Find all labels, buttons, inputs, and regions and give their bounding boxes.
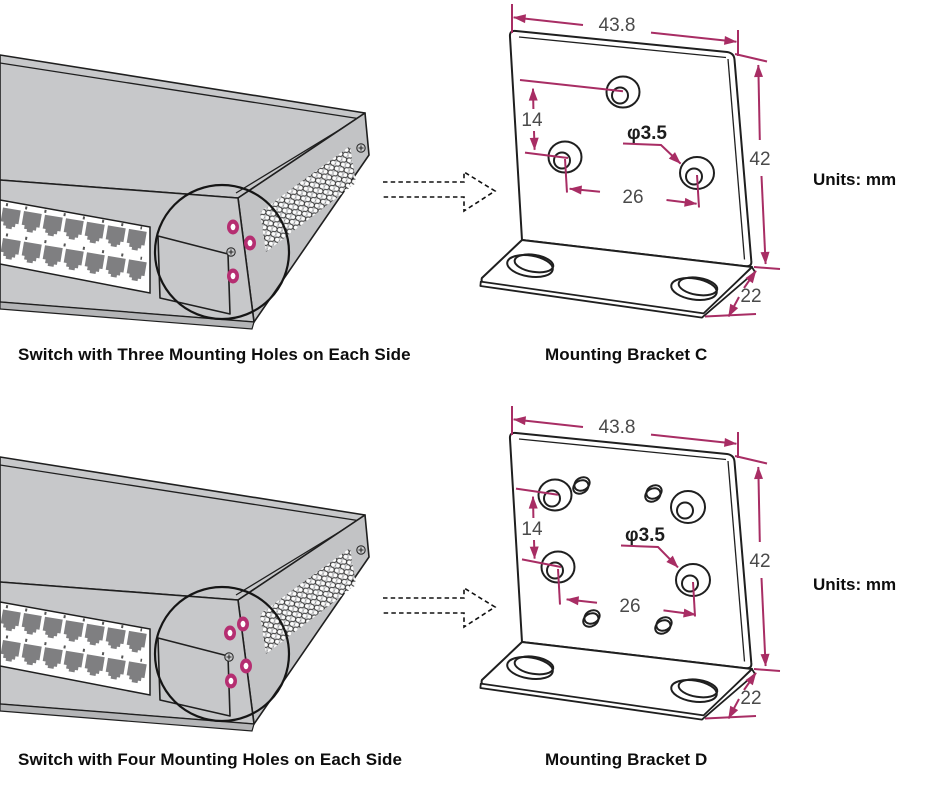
switch-four-holes-illustration: [0, 456, 370, 732]
countersunk-hole-icon: [670, 490, 706, 524]
base-slot-icon: [506, 655, 555, 680]
dim-hole-offset: 14: [515, 487, 562, 568]
base-slot-icon: [670, 276, 719, 301]
top-bevel-line: [0, 464, 362, 522]
switch-bottom-strip: [0, 301, 255, 330]
dim-hole-offset: 14: [519, 79, 624, 159]
bracket-top-bevel: [518, 438, 727, 461]
dim-hole-diameter: φ3.5: [620, 525, 679, 569]
bracket-top-bevel: [518, 36, 727, 59]
countersunk-hole-icon: [537, 478, 573, 512]
bracket-c-illustration: 43.8 42 22 14: [479, 4, 781, 319]
dim-height-value: 42: [749, 551, 770, 572]
screw-icon: [356, 545, 366, 555]
screw-icon: [224, 652, 234, 662]
mounting-hole-icon: [224, 625, 236, 641]
dim-depth-value: 22: [740, 286, 761, 307]
mounting-hole-icon: [244, 235, 256, 251]
dim-height-value: 42: [749, 149, 770, 170]
base-slot-icon: [506, 253, 555, 278]
base-slot-icon: [670, 678, 719, 703]
dim-hole-offset-value: 14: [521, 519, 543, 540]
mounting-hole-icon: [225, 673, 237, 689]
dim-hole-diameter-value: φ3.5: [627, 123, 667, 144]
arrow-right-icon: [383, 170, 497, 213]
countersunk-hole-icon: [605, 75, 641, 109]
switch-three-holes-illustration: [0, 54, 370, 330]
mounting-hole-icon: [240, 658, 252, 674]
switch-four-caption: Switch with Four Mounting Holes on Each …: [18, 750, 403, 769]
dim-hole-spacing: 26: [557, 568, 697, 618]
zoom-highlight-circle: [153, 585, 291, 723]
dim-depth: 22: [704, 672, 762, 720]
mounting-hole-icon: [227, 268, 239, 284]
small-hole-icon: [654, 616, 673, 635]
small-hole-icon: [572, 476, 591, 495]
dim-width-value: 43.8: [599, 417, 636, 438]
units-label: Units: mm: [813, 575, 897, 594]
screw-icon: [226, 247, 236, 257]
dim-hole-spacing: 26: [564, 158, 700, 208]
arrow-right-icon: [383, 586, 497, 629]
dim-hole-spacing-value: 26: [622, 187, 643, 208]
dim-height: 42: [734, 455, 781, 672]
screw-icon: [356, 143, 366, 153]
bracket-d-caption: Mounting Bracket D: [545, 750, 708, 769]
dim-depth-value: 22: [740, 688, 761, 709]
dim-hole-diameter: φ3.5: [622, 123, 682, 165]
dim-hole-diameter-value: φ3.5: [625, 525, 665, 546]
bracket-c-caption: Mounting Bracket C: [545, 345, 708, 364]
bracket-right-bevel: [727, 58, 746, 260]
small-hole-icon: [644, 484, 663, 503]
side-mounting-holes-four: [224, 616, 252, 689]
dim-width: 43.8: [511, 406, 739, 458]
dim-depth: 22: [704, 270, 762, 318]
small-hole-icon: [582, 609, 601, 628]
bracket-d-illustration: 43.8 42 22 14: [479, 406, 781, 721]
zoom-highlight-circle: [153, 183, 291, 321]
top-bevel-line: [0, 62, 362, 120]
dim-height: 42: [734, 53, 781, 270]
units-label: Units: mm: [813, 170, 897, 189]
dim-hole-spacing-value: 26: [619, 596, 640, 617]
switch-bottom-strip: [0, 703, 255, 732]
dim-width-value: 43.8: [599, 15, 636, 36]
mounting-hole-icon: [227, 219, 239, 235]
dim-width: 43.8: [511, 4, 739, 56]
bracket-face: [508, 29, 753, 268]
side-mounting-holes-three: [226, 219, 256, 284]
switch-three-caption: Switch with Three Mounting Holes on Each…: [18, 345, 411, 364]
bracket-right-bevel: [727, 460, 746, 662]
mounting-hole-icon: [237, 616, 249, 632]
bracket-face: [508, 431, 753, 670]
dim-hole-offset-value: 14: [521, 110, 543, 131]
